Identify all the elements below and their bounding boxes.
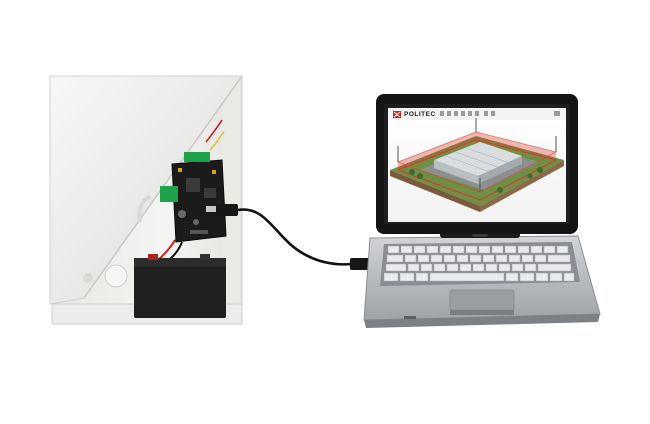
politec-logo-icon [393,111,401,118]
chip [186,178,200,192]
cable-cord [237,208,353,266]
laptop-touchpad [449,289,515,311]
building-roof [434,142,522,176]
touchpad-buttons [450,310,514,315]
battery-terminal-positive [148,254,158,260]
laptop-keyboard [380,242,580,286]
control-board [160,152,227,243]
enclosure-side-wall [222,80,240,312]
capacitor [178,210,186,218]
laptop-base-edge [364,314,600,328]
backup-battery [134,254,226,318]
chip-small [204,188,216,198]
board-wire-yellow [209,131,225,151]
cable-plug-laptop [350,258,372,270]
cable-plug-board [216,204,238,216]
alarm-enclosure [49,75,243,325]
screen-logo-text: POLITEC [404,111,436,118]
capacitor-small [193,219,199,225]
mount-hole [83,273,93,283]
trees [409,167,543,193]
tamper-switch [104,264,128,288]
battery-terminal-negative [200,254,210,260]
board-wire-red [205,119,223,143]
laptop [363,94,601,328]
front-port [404,316,416,319]
usb-cable [216,204,372,270]
terminal-block-green [160,186,178,202]
site-3d-view [390,118,564,212]
laptop-display [388,108,566,222]
terminal-block-top [184,152,210,162]
side-wire [137,194,152,223]
board-connector [206,206,216,212]
